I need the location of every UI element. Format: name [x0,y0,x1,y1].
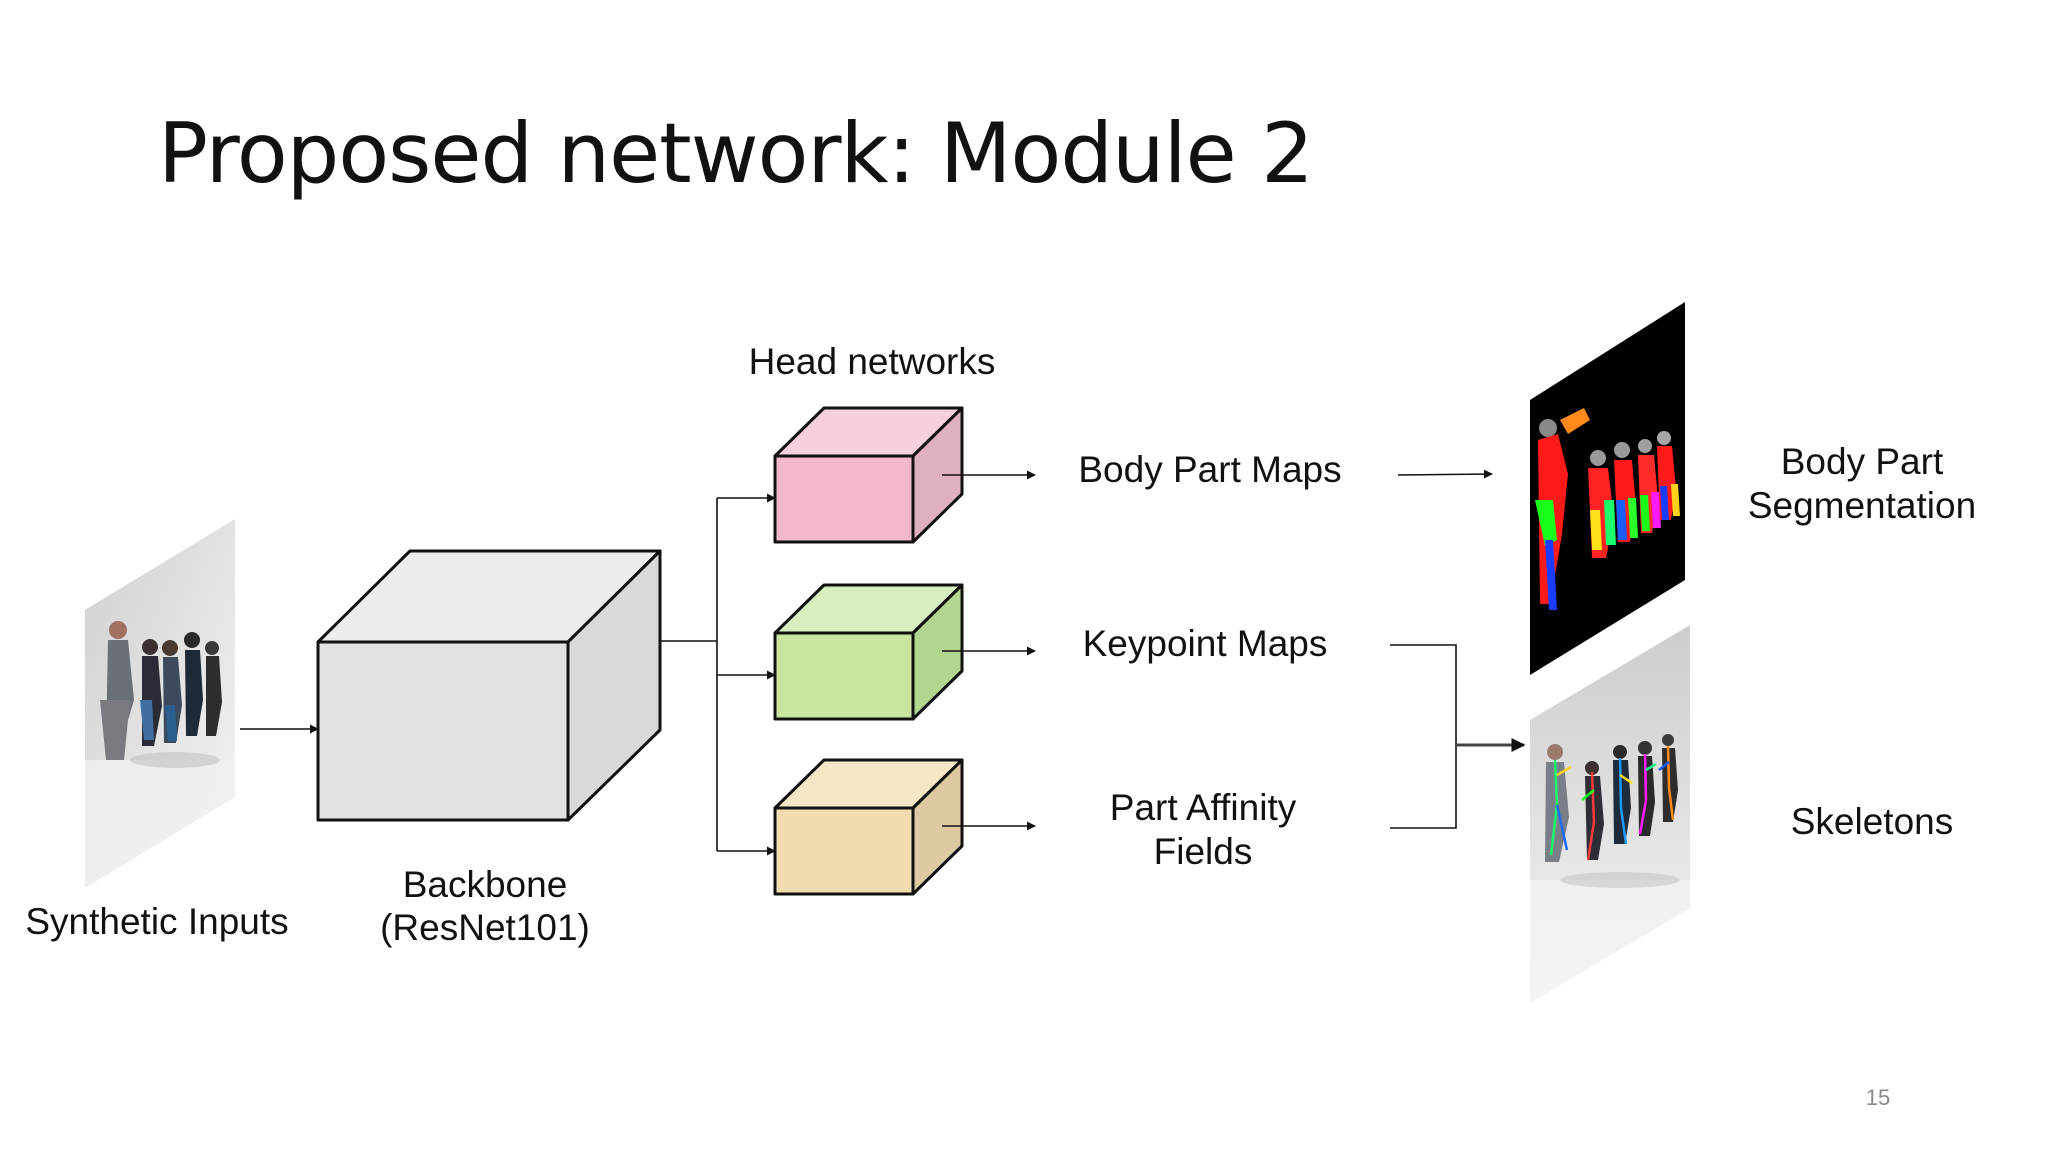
skeleton-output-image [1530,625,1690,1003]
head-cube-body-part [773,406,964,544]
body-part-segmentation-label-line2: Segmentation [1748,485,1976,526]
slide-title: Proposed network: Module 2 [158,105,1314,202]
skeletons-label: Skeletons [1791,801,1954,842]
part-affinity-label: Part Affinity [1110,787,1297,828]
backbone-label: Backbone [403,864,568,905]
part-affinity-label-line2: Fields [1154,831,1253,872]
body-part-maps-label: Body Part Maps [1078,449,1341,490]
keypoint-maps-label: Keypoint Maps [1083,623,1328,664]
synthetic-inputs-label: Synthetic Inputs [25,901,288,942]
head-cube-affinity [773,758,964,896]
backbone-cube [316,549,662,822]
merge-connector [1390,644,1457,829]
arrow-to-segmentation [1397,469,1493,479]
backbone-model-label: (ResNet101) [380,907,590,948]
head-cube-keypoint [773,583,964,721]
head-networks-label: Head networks [749,341,996,382]
segmentation-output-image [1530,302,1685,675]
branch-connector [660,493,776,856]
body-part-segmentation-label: Body Part [1781,441,1944,482]
page-number: 15 [1866,1085,1890,1110]
synthetic-input-image [85,519,235,888]
